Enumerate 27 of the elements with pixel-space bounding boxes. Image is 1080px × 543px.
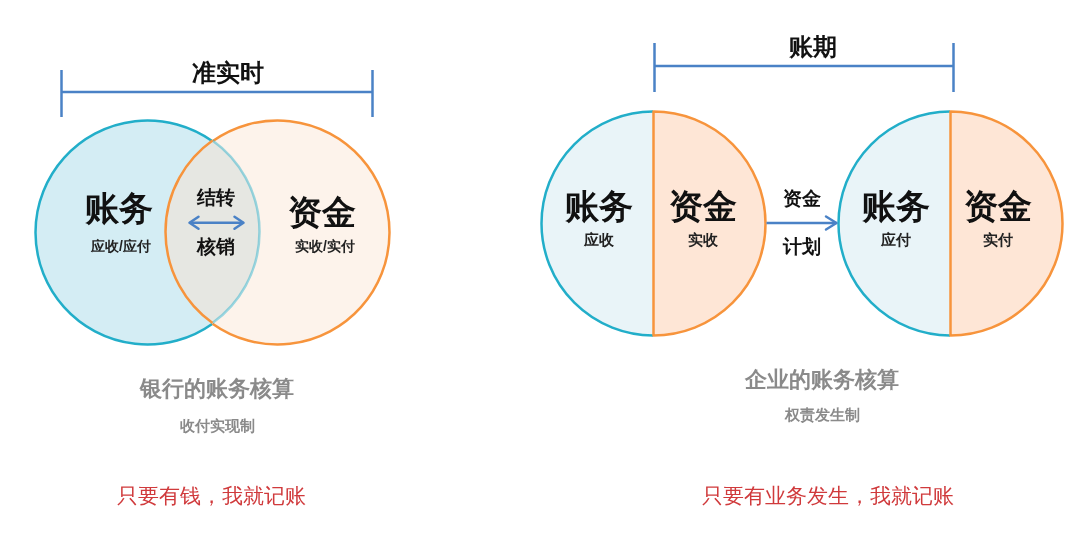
note-text: 只要有钱，我就记账 [116, 483, 306, 509]
half-circle-title: 账务 [862, 185, 930, 227]
half-circle-title: 资金 [964, 185, 1032, 227]
caption-subtitle: 权责发生制 [784, 406, 860, 424]
half-circle-title: 资金 [669, 185, 737, 227]
half-circle-title: 账务 [565, 185, 633, 227]
half-circle-subtitle: 应收 [584, 231, 614, 249]
half-circle [836, 109, 950, 337]
region-title: 账务 [85, 187, 153, 229]
note-text: 只要有业务发生，我就记账 [702, 483, 954, 509]
half-circle-subtitle: 应付 [881, 231, 911, 249]
dimension-label: 准实时 [192, 58, 264, 88]
diagram-caption: 企业的账务核算 [745, 366, 899, 394]
dimension-label: 账期 [789, 32, 837, 62]
arrow [766, 215, 838, 231]
half-circle-subtitle: 实付 [983, 231, 1013, 249]
overlap-region [163, 139, 261, 325]
half-circle [539, 109, 653, 337]
region-subtitle: 应收/应付 [91, 237, 151, 255]
region-subtitle: 实收/实付 [295, 237, 355, 255]
region-title: 资金 [288, 191, 356, 233]
edge-label: 资金计划 [782, 187, 821, 259]
diagram-caption: 银行的账务核算 [140, 375, 294, 403]
half-circle-subtitle: 实收 [688, 231, 718, 249]
overlap-label: 结转 [197, 186, 235, 210]
overlap-label: 核销 [197, 235, 235, 259]
caption-subtitle: 收付实现制 [179, 417, 255, 435]
